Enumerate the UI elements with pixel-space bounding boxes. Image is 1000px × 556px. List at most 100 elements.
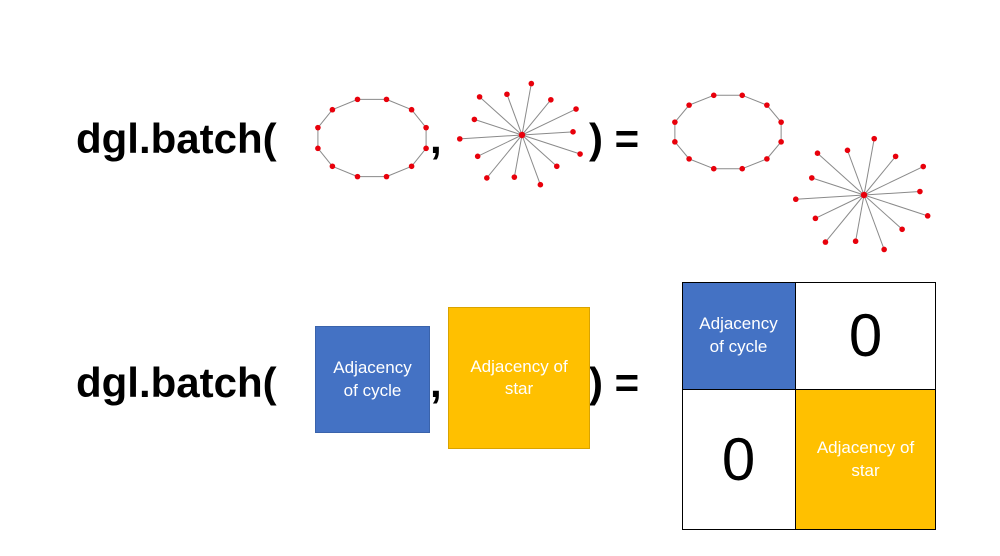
star-leaf-node: [573, 106, 579, 112]
matrix-bottom-right-star-block: Adjacency of star: [795, 389, 936, 530]
star-edge: [479, 96, 523, 136]
star-leaf-node: [577, 151, 583, 157]
cycle-edge: [688, 158, 714, 170]
cycle-edge: [411, 148, 427, 167]
cycle-node: [315, 145, 321, 152]
star-center-node: [860, 191, 868, 199]
star-edge: [521, 134, 558, 167]
star-leaf-node: [548, 96, 554, 103]
star-leaf-node: [537, 181, 544, 188]
cycle-node: [354, 173, 361, 180]
batch-function-label-row2: dgl.batch(: [76, 359, 277, 406]
cycle-node: [686, 102, 692, 108]
star-edge: [477, 134, 523, 157]
cycle-node: [672, 139, 678, 145]
matrix-vertical-divider: [795, 282, 796, 530]
star-leaf-node: [917, 188, 923, 195]
close-equals-row2: ) =: [589, 359, 640, 406]
star-graph-output: [792, 135, 931, 253]
star-edge: [795, 194, 865, 200]
star-leaf-node: [476, 94, 483, 100]
star-edge: [863, 194, 928, 217]
cycle-node: [408, 163, 415, 170]
matrix-bottom-right-label: Adjacency of star: [816, 438, 915, 480]
star-leaf-node: [474, 153, 481, 160]
star-leaf-node: [920, 163, 927, 170]
star-leaf-node: [899, 226, 905, 233]
star-edge: [863, 138, 875, 196]
star-leaf-node: [844, 147, 851, 154]
cycle-node: [764, 102, 770, 108]
cycle-node: [423, 145, 429, 152]
cycle-edge: [766, 104, 782, 123]
cycle-edge: [674, 141, 690, 160]
cycle-edge: [688, 94, 714, 106]
star-leaf-node: [456, 136, 463, 142]
star-edge: [521, 99, 552, 136]
star-edge: [521, 108, 577, 136]
cycle-adjacency-block: Adjacency of cycle: [315, 326, 430, 433]
star-edge: [817, 152, 865, 196]
cycle-node: [778, 139, 784, 145]
star-leaf-node: [504, 91, 510, 98]
star-leaf-node: [814, 150, 821, 157]
star-leaf-node: [871, 135, 878, 142]
comma-row1: ,: [430, 115, 442, 162]
star-edge: [459, 134, 523, 140]
star-edge: [513, 134, 523, 178]
cycle-node: [329, 163, 336, 170]
star-edge: [825, 194, 865, 243]
cycle-edge: [766, 141, 782, 160]
cycle-edge: [411, 109, 427, 128]
star-adjacency-label: Adjacency of star: [470, 356, 568, 398]
star-leaf-node: [812, 215, 819, 222]
star-edge: [506, 94, 523, 136]
cycle-edge: [332, 165, 358, 178]
star-leaf-node: [471, 116, 478, 123]
cycle-edge: [386, 165, 412, 178]
star-leaf-node: [528, 80, 535, 87]
cycle-node: [329, 106, 336, 113]
star-leaf-node: [553, 163, 560, 170]
star-edge: [474, 118, 523, 136]
cycle-node: [672, 119, 678, 125]
star-edge: [863, 191, 920, 196]
cycle-node: [383, 173, 390, 180]
star-edge: [521, 134, 581, 155]
star-leaf-node: [822, 239, 829, 245]
cycle-edge: [317, 148, 333, 167]
star-edge: [811, 177, 865, 196]
cycle-graph-output: [672, 92, 784, 172]
cycle-node: [686, 156, 692, 162]
cycle-node: [423, 124, 429, 131]
star-center-node: [518, 131, 526, 139]
star-leaf-node: [852, 238, 859, 245]
cycle-node: [408, 106, 415, 113]
cycle-node: [354, 96, 361, 103]
matrix-top-left-label: Adjacency of cycle: [699, 314, 778, 356]
star-edge: [863, 194, 903, 230]
cycle-node: [710, 92, 717, 99]
cycle-edge: [332, 98, 358, 111]
star-edge: [847, 150, 865, 196]
matrix-bottom-left-zero: 0: [682, 389, 795, 530]
cycle-edge: [742, 158, 768, 170]
star-edge: [521, 131, 574, 136]
cycle-edge: [674, 104, 690, 123]
star-leaf-node: [570, 129, 576, 135]
star-leaf-node: [808, 175, 815, 181]
cycle-edge: [317, 109, 333, 128]
batch-function-label-row1: dgl.batch(: [76, 115, 277, 162]
star-leaf-node: [881, 246, 887, 253]
cycle-node: [315, 124, 321, 131]
comma-row2: ,: [430, 359, 442, 406]
cycle-node: [739, 165, 746, 172]
star-adjacency-block: Adjacency of star: [448, 307, 590, 449]
star-leaf-node: [792, 196, 799, 203]
cycle-edge: [742, 94, 768, 106]
star-edge: [521, 134, 541, 185]
cycle-node: [710, 165, 717, 172]
star-graph-input: [456, 80, 583, 188]
star-edge: [863, 156, 897, 196]
star-edge: [855, 194, 865, 242]
